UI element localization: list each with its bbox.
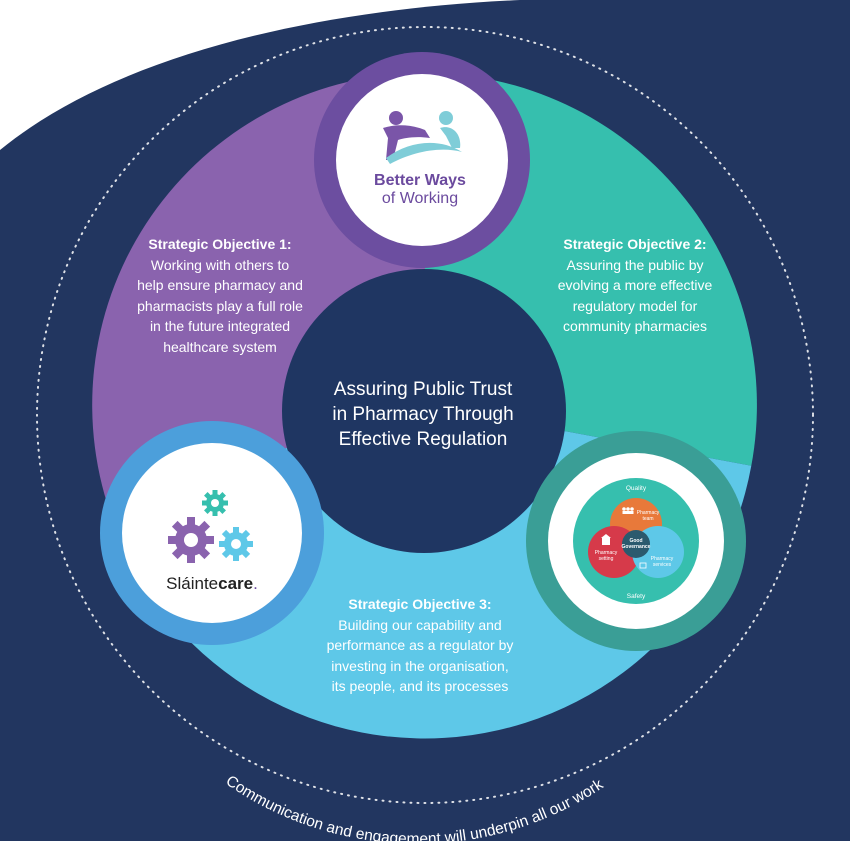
model-team-label-2: team	[642, 516, 653, 522]
center-circle	[282, 269, 566, 553]
model-services-label-1: Pharmacy	[651, 556, 674, 562]
slaintecare-dot: .	[253, 574, 258, 593]
slaintecare-word-part2: care	[218, 574, 254, 593]
strategic-objective-3: Strategic Objective 3: Building our capa…	[290, 594, 550, 697]
objective-3-heading: Strategic Objective 3:	[348, 596, 492, 612]
better-ways-badge	[336, 74, 508, 246]
better-ways-logo-icon	[383, 111, 462, 164]
slaintecare-logo: Sláintecare.	[152, 574, 272, 594]
objective-2-line1: Assuring the public by	[566, 256, 704, 273]
center-title-line3: Effective Regulation	[338, 429, 508, 450]
objective-3-line1: Building our capability and	[338, 616, 502, 633]
model-governance-label-2: Governance	[622, 544, 651, 550]
model-safety-label: Safety	[627, 593, 646, 600]
slaintecare-badge	[122, 443, 302, 623]
objective-1-line2: help ensure pharmacy and	[137, 277, 303, 293]
model-services-label-2: services	[653, 562, 672, 568]
better-ways-line2: of Working	[381, 190, 459, 207]
objective-1-line5: healthcare system	[163, 338, 277, 355]
objective-1-line1: Working with others to	[150, 256, 290, 273]
model-governance-label-1: Good	[629, 538, 642, 544]
strategic-objective-1: Strategic Objective 1: Working with othe…	[100, 234, 340, 357]
objective-2-line3: regulatory model for	[572, 297, 698, 314]
services-icon	[639, 562, 647, 569]
model-governance-circle	[622, 530, 650, 558]
objective-3-line2: performance as a regulator by	[326, 637, 514, 653]
objective-1-line4: in the future integrated	[149, 318, 291, 334]
objective-1-heading: Strategic Objective 1:	[148, 236, 292, 252]
objective-3-line4: its people, and its processes	[331, 678, 509, 694]
model-quality-label: Quality	[626, 485, 647, 492]
objective-2-heading: Strategic Objective 2:	[563, 236, 707, 252]
slaintecare-word-part1: Sláinte	[166, 574, 219, 593]
strategic-objective-2: Strategic Objective 2: Assuring the publ…	[520, 234, 750, 337]
objective-2-line4: community pharmacies	[563, 318, 707, 334]
model-setting-label-1: Pharmacy	[595, 550, 618, 556]
center-title-line2: in Pharmacy Through	[332, 404, 514, 425]
dotted-ring	[36, 26, 814, 804]
better-ways-logo: Better Ways of Working	[340, 172, 500, 208]
building-icon	[601, 534, 611, 545]
center-title: Assuring Public Trust in Pharmacy Throug…	[298, 377, 548, 452]
objective-2-line2: evolving a more effective	[557, 277, 713, 293]
better-ways-line1: Better Ways	[374, 172, 466, 189]
model-setting-label-2: setting	[599, 556, 614, 562]
objective-1-line3: pharmacists play a full role	[137, 297, 303, 314]
objective-3-line3: investing in the organisation,	[331, 657, 509, 674]
model-team-label-1: Pharmacy	[637, 510, 660, 516]
center-title-line1: Assuring Public Trust	[333, 379, 513, 400]
people-icon	[622, 507, 634, 514]
gears-icon	[168, 490, 253, 563]
